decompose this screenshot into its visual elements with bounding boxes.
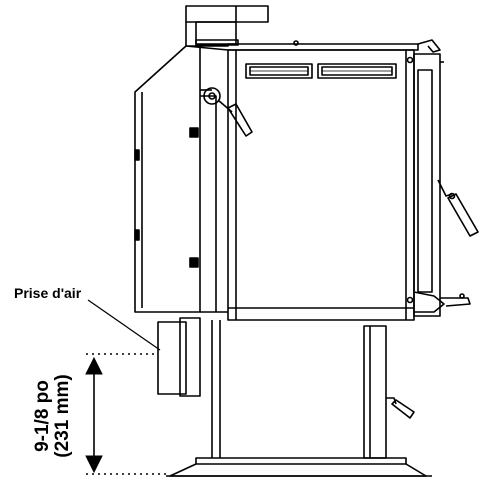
stove-body — [134, 49, 415, 321]
dimension-metric-label: (231 mm) — [52, 374, 73, 457]
flue-collar — [185, 5, 269, 46]
dimension-imperial-label: 9-1/8 po — [32, 380, 53, 452]
damper-handle — [203, 87, 253, 137]
front-door — [413, 53, 471, 317]
air-intake-label: Prise d'air — [14, 285, 82, 301]
leader-line — [87, 299, 161, 351]
pedestal — [211, 320, 415, 459]
dimension-arrow — [85, 356, 103, 474]
base-plate — [166, 457, 432, 477]
top-vents — [245, 63, 397, 79]
door-handle — [437, 179, 479, 237]
rear-heat-shield — [134, 22, 212, 313]
air-intake-box — [157, 317, 201, 397]
